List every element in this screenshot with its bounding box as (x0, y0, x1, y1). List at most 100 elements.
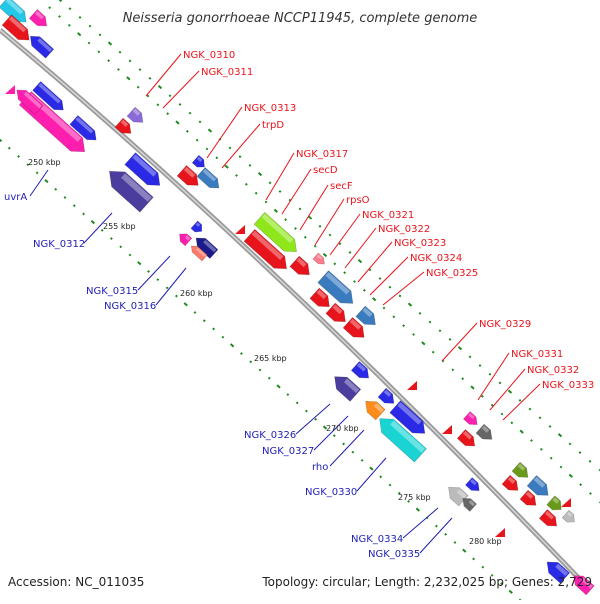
gene-arrow-secf[interactable] (290, 256, 314, 280)
gene-label-ngk-0321[interactable]: NGK_0321 (362, 210, 414, 221)
tick-dot (69, 7, 72, 10)
tick-dot (89, 25, 92, 28)
tick-label-270kbp: 270 kbp (326, 424, 359, 433)
tick-dot (372, 297, 376, 301)
gene-label-uvra[interactable]: uvrA (4, 192, 27, 203)
gene-label-ngk-0317[interactable]: NGK_0317 (296, 149, 348, 160)
tick-dot (44, 179, 48, 183)
gene-label-ngk-0315[interactable]: NGK_0315 (86, 286, 138, 297)
tick-dot (351, 451, 354, 454)
tick-dot (119, 51, 122, 54)
tick-dot (194, 311, 197, 314)
label-leader-line (442, 323, 477, 361)
gene-arrow-red-331[interactable] (457, 430, 478, 451)
label-leader-line (156, 268, 186, 305)
tick-label-255kbp: 255 kbp (103, 222, 136, 231)
tick-dot (319, 225, 322, 228)
tick-dot (206, 148, 209, 151)
tick-dot (499, 382, 502, 385)
tick-dot (481, 566, 484, 569)
tick-dot (255, 192, 258, 195)
gene-label-rho[interactable]: rho (312, 462, 328, 473)
strand-marker-icon (495, 528, 505, 537)
gene-label-ngk-0335[interactable]: NGK_0335 (368, 549, 420, 560)
tick-dot (212, 328, 215, 331)
tick-dot (539, 416, 542, 419)
forward-strand-labels: NGK_0310 NGK_0311 NGK_0313 trpD NGK_0317… (183, 50, 594, 391)
tick-dot (156, 103, 159, 106)
gene-label-ngk-0331[interactable]: NGK_0331 (511, 349, 563, 360)
tick-dot (48, 6, 51, 9)
gene-arrow-red-olive3[interactable] (539, 510, 560, 531)
gene-label-ngk-0330[interactable]: NGK_0330 (305, 487, 357, 498)
gene-label-rpso[interactable]: rpsO (346, 195, 370, 206)
gene-label-ngk-0332[interactable]: NGK_0332 (527, 365, 579, 376)
tick-dot (149, 77, 152, 80)
gene-arrow-blue-316[interactable] (191, 221, 205, 235)
tick-dot (579, 451, 582, 454)
tick-dot (449, 338, 452, 341)
label-leader-line (314, 416, 348, 450)
tick-dot (421, 341, 425, 345)
gene-arrow-pink-corner[interactable] (29, 10, 50, 31)
gene-label-ngk-0325[interactable]: NGK_0325 (426, 268, 478, 279)
tick-dot (137, 86, 140, 89)
tick-dot (509, 590, 513, 594)
genome-backbone-highlight (0, 30, 590, 590)
tick-dot (458, 346, 462, 350)
gene-label-ngk-0316[interactable]: NGK_0316 (104, 301, 156, 312)
tick-dot (58, 0, 62, 2)
gene-label-secf[interactable]: secF (330, 181, 353, 192)
gene-label-ngk-0311[interactable]: NGK_0311 (201, 67, 253, 78)
gene-label-ngk-0329[interactable]: NGK_0329 (479, 319, 531, 330)
tick-dot (54, 188, 57, 191)
tick-dot (240, 352, 243, 355)
gene-label-ngk-0326[interactable]: NGK_0326 (244, 430, 296, 441)
gene-label-ngk-0323[interactable]: NGK_0323 (394, 238, 446, 249)
label-leader-line (138, 256, 170, 290)
tick-dot (529, 408, 532, 411)
gene-label-ngk-0312[interactable]: NGK_0312 (33, 239, 85, 250)
tick-dot (429, 321, 432, 324)
tick-dot (73, 204, 76, 207)
tick-dot (147, 270, 150, 273)
tick-dot (126, 76, 130, 80)
tick-dot (342, 443, 345, 446)
gene-arrow-grey-olive[interactable] (562, 510, 578, 525)
gene-label-ngk-0327[interactable]: NGK_0327 (262, 446, 314, 457)
tick-dot (462, 549, 466, 553)
tick-dot (402, 324, 405, 327)
tick-dot (461, 377, 464, 380)
gene-arrow-ngk-0326[interactable] (329, 371, 361, 402)
gene-label-ngk-0313[interactable]: NGK_0313 (244, 103, 296, 114)
gene-label-ngk-0333[interactable]: NGK_0333 (542, 380, 594, 391)
tick-dot (296, 401, 299, 404)
tick-dot (286, 393, 289, 396)
gene-arrow-ngk-0310[interactable] (127, 107, 147, 127)
gene-label-secd[interactable]: secD (313, 165, 338, 176)
tick-dot (158, 85, 162, 89)
gene-label-ngk-0334[interactable]: NGK_0334 (351, 534, 403, 545)
tick-dot (519, 399, 522, 402)
tick-dot (203, 319, 206, 322)
tick-dot (276, 384, 280, 388)
tick-dot (569, 442, 572, 445)
tick-dot (489, 373, 492, 376)
strand-marker-icon (407, 381, 417, 390)
tick-dot (279, 190, 282, 193)
tick-dot (249, 360, 252, 363)
gene-arrow-ngk-0329[interactable] (463, 412, 480, 429)
tick-label-265kbp: 265 kbp (254, 354, 287, 363)
gene-label-ngk-0310[interactable]: NGK_0310 (183, 50, 235, 61)
gene-arrow-ngk-0331[interactable] (476, 424, 496, 444)
gene-arrow-ngk-0313[interactable] (197, 168, 223, 193)
tick-dot (363, 289, 366, 292)
gene-label-trpd[interactable]: trpD (262, 120, 284, 131)
gene-arrow-red-olive[interactable] (502, 475, 522, 495)
gene-label-ngk-0324[interactable]: NGK_0324 (410, 253, 462, 264)
gene-arrow-ngk-0315[interactable] (176, 230, 192, 245)
tick-dot (268, 377, 271, 380)
gene-label-ngk-0322[interactable]: NGK_0322 (378, 224, 430, 235)
gene-arrow-olive-1[interactable] (512, 462, 532, 482)
